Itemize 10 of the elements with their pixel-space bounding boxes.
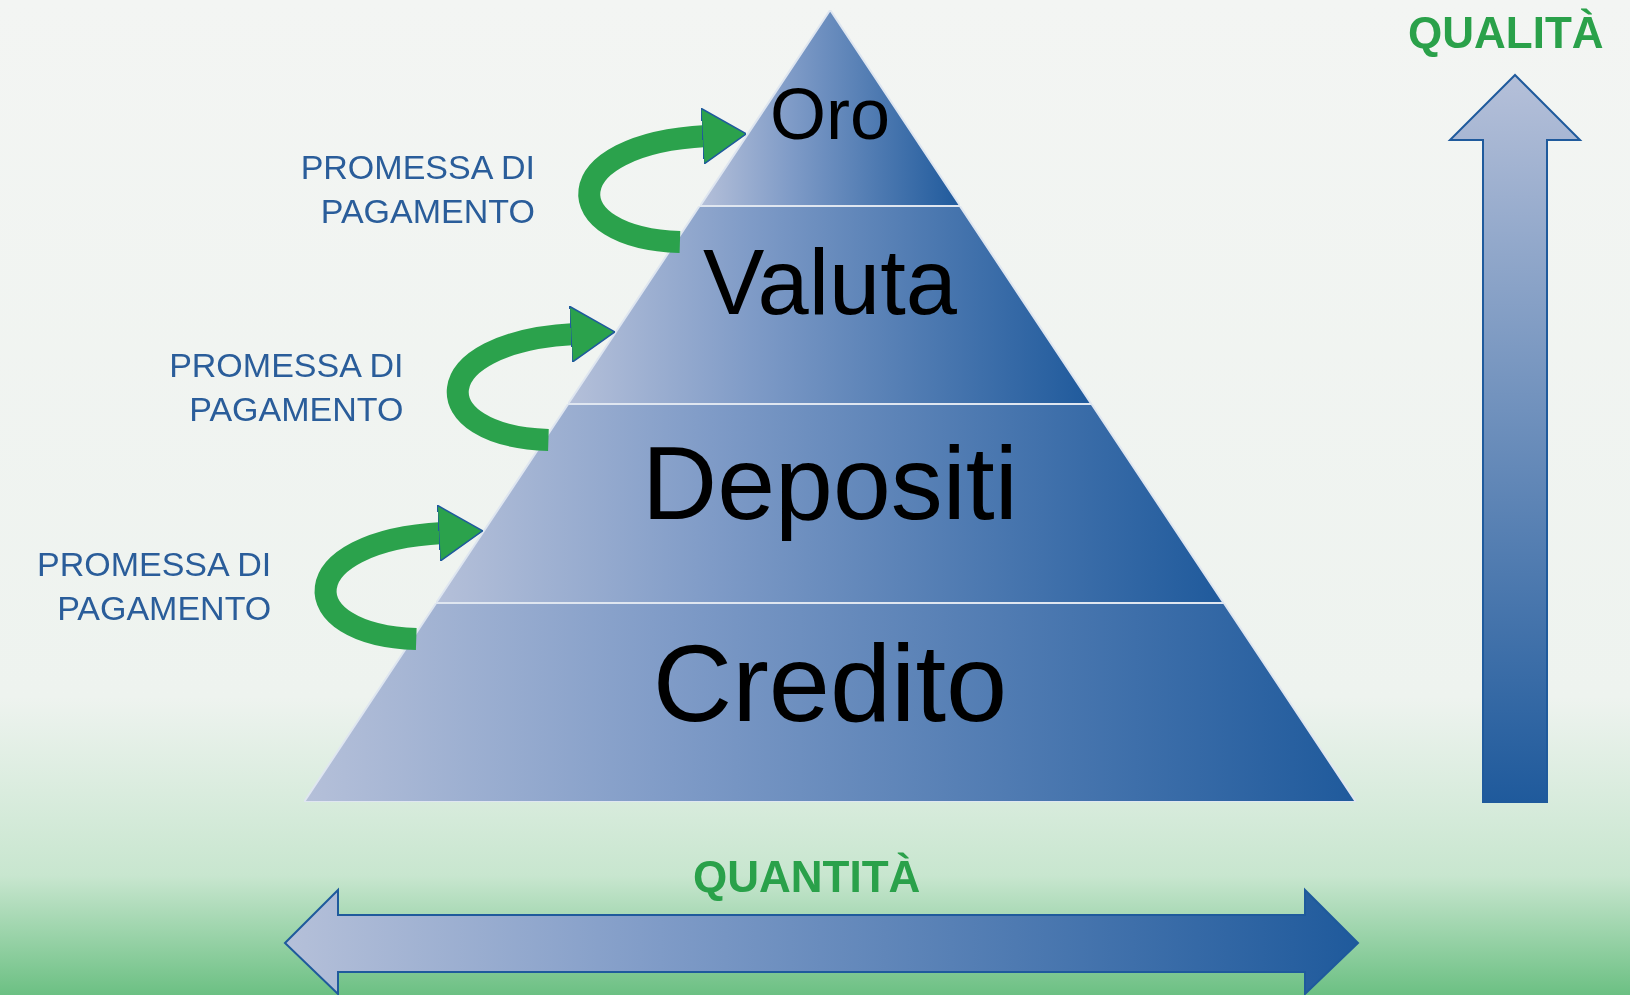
edge-label: PROMESSA DI PAGAMENTO: [36, 544, 272, 629]
edge-label: PROMESSA DI PAGAMENTO: [299, 147, 535, 232]
curved-arrow: [314, 504, 484, 650]
layer-label: Credito: [652, 620, 1008, 744]
edge-label: PROMESSA DI PAGAMENTO: [168, 345, 404, 430]
axis-label: QUALITÀ: [1408, 8, 1604, 58]
layer-label: Oro: [769, 73, 890, 154]
layer-label: Valuta: [702, 230, 957, 333]
axis-label: QUANTITÀ: [693, 852, 921, 902]
layer-label: Depositi: [642, 424, 1018, 541]
